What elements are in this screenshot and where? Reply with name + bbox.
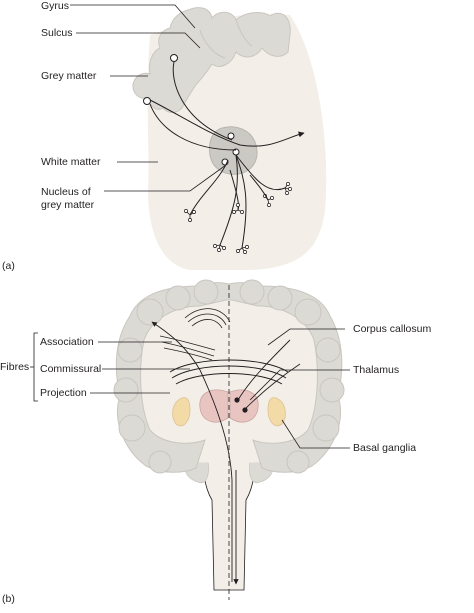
panel-label-b: (b)	[2, 593, 15, 605]
panel-a-leader-lines	[70, 4, 227, 192]
label-commissural: Commissural	[40, 363, 102, 375]
branch-to-terminal	[249, 174, 269, 201]
sulcus-fold-2	[235, 19, 253, 47]
label-basal-ganglia: Basal ganglia	[353, 442, 417, 454]
basal-ganglia-left	[172, 397, 191, 427]
corpus-callosum	[169, 359, 289, 373]
label-gyrus: Gyrus	[41, 0, 70, 12]
label-sulcus: Sulcus	[41, 27, 73, 39]
projection-fibres	[151, 321, 301, 585]
axon-terminal-knobs	[184, 182, 292, 254]
label-grey-matter: Grey matter	[41, 70, 97, 82]
axon-fibres	[149, 61, 305, 249]
label-fibres: Fibres	[0, 361, 30, 373]
label-association: Association	[40, 336, 94, 348]
panel-a-drawing	[70, 4, 327, 271]
label-thalamus: Thalamus	[353, 364, 400, 376]
cortex-gyri	[113, 279, 345, 474]
neuron-cell-bodies	[143, 54, 240, 166]
corpus-callosum-3	[175, 373, 283, 385]
thalamus-left	[199, 389, 229, 423]
panel-b-leader-lines	[30, 328, 350, 449]
panel-label-a: (a)	[2, 260, 15, 272]
thalamic-neurons	[234, 397, 248, 413]
association-fibres	[159, 308, 231, 361]
label-white-matter: White matter	[41, 156, 101, 168]
sulcus-fold	[199, 29, 226, 59]
basal-ganglia-right	[267, 397, 286, 427]
label-corpus-callosum: Corpus callosum	[353, 323, 432, 335]
label-nucleus-grey-matter: Nucleus of grey matter	[41, 186, 95, 211]
cortex-grey-matter	[132, 7, 291, 113]
thalamus-right	[229, 389, 259, 423]
panel-b-drawing	[30, 279, 350, 600]
label-projection: Projection	[40, 387, 87, 399]
